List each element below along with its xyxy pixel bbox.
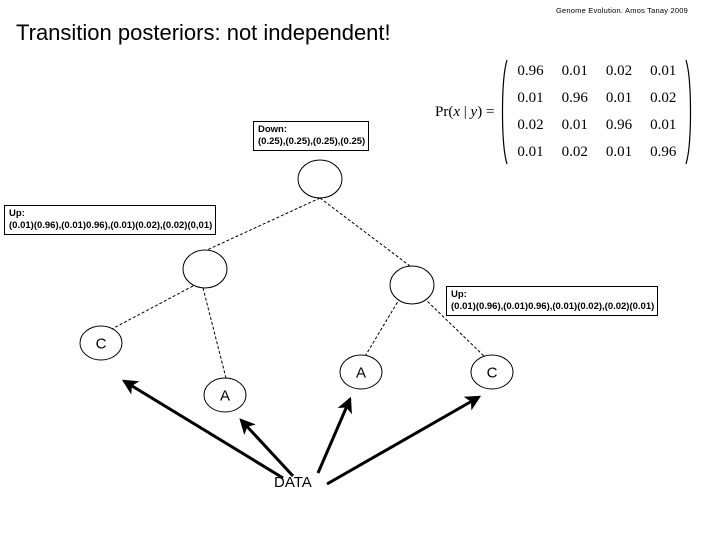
matrix-row: 0.01 0.96 0.01 0.02: [508, 85, 685, 112]
leaf-node-a-1[interactable]: [203, 377, 247, 413]
matrix-cell-3-3: 0.96: [650, 144, 677, 160]
leaf-node-c-2-label: C: [487, 365, 498, 382]
formula-variable-x: x: [453, 103, 461, 120]
branch-root-to-left: [206, 197, 321, 251]
down-message-values: (0.25),(0.25),(0.25),(0.25): [258, 135, 366, 147]
down-message-box: Down: (0.25),(0.25),(0.25),(0.25): [253, 121, 370, 151]
data-to-leaf-arrows: [121, 379, 482, 486]
arrow-data-to-a2: [316, 396, 352, 474]
leaf-node-c-1-label: C: [96, 336, 107, 353]
matrix-cell-1-1: 0.96: [561, 90, 588, 106]
branch-left-to-leaf-a1: [202, 287, 227, 379]
matrix-cell-1-2: 0.01: [605, 90, 633, 106]
branch-root-to-right: [319, 197, 411, 267]
matrix-cell-2-2: 0.96: [605, 117, 633, 133]
slide-credit-text: Genome Evolution. Amos Tanay 2009: [556, 6, 688, 15]
matrix-row: 0.96 0.01 0.02 0.01: [508, 58, 685, 85]
formula-suffix: ) =: [477, 103, 495, 120]
matrix-cell-0-1: 0.01: [561, 63, 588, 79]
matrix-cell-2-0: 0.02: [517, 117, 544, 133]
up-message-box-left: Up: (0.01)(0.96),(0.01)0.96),(0.01)(0.02…: [4, 205, 217, 235]
arrow-data-to-a1: [239, 418, 295, 478]
up-message-left-heading: Up:: [9, 208, 25, 219]
leaf-node-a-2[interactable]: [339, 354, 383, 390]
leaf-node-a-2-label: A: [356, 365, 366, 382]
matrix-row: 0.01 0.02 0.01 0.96: [508, 139, 685, 166]
arrow-data-to-c1: [121, 379, 284, 480]
matrix-cell-3-0: 0.01: [517, 144, 544, 160]
matrix-right-paren-icon: [685, 58, 695, 166]
internal-node-left[interactable]: [182, 249, 228, 289]
arrow-data-to-c2: [326, 395, 482, 486]
up-message-box-right: Up: (0.01)(0.96),(0.01)0.96),(0.01)(0.02…: [446, 286, 659, 316]
matrix-cell-0-0: 0.96: [517, 63, 544, 79]
matrix-row: 0.02 0.01 0.96 0.01: [508, 112, 685, 139]
matrix-cell-0-3: 0.01: [650, 63, 677, 79]
formula-variable-y: y: [470, 103, 478, 120]
internal-node-right[interactable]: [389, 265, 435, 305]
leaf-node-a-1-label: A: [220, 388, 230, 405]
formula-prefix: Pr(: [435, 103, 454, 120]
branch-left-to-leaf-c1: [109, 285, 194, 331]
matrix-cell-3-1: 0.02: [561, 144, 588, 160]
up-message-right-heading: Up:: [451, 289, 467, 300]
down-message-heading: Down:: [258, 124, 288, 135]
branch-right-to-leaf-a2: [363, 297, 401, 359]
matrix-cell-2-3: 0.01: [650, 117, 677, 133]
branch-right-to-leaf-c2: [423, 297, 487, 359]
formula-bar: |: [460, 103, 471, 120]
page-title: Transition posteriors: not independent!: [16, 20, 391, 45]
matrix-cell-2-1: 0.01: [561, 117, 588, 133]
up-message-right-values: (0.01)(0.96),(0.01)0.96),(0.01)(0.02),(0…: [451, 300, 655, 312]
up-message-left-values: (0.01)(0.96),(0.01)0.96),(0.01)(0.02),(0…: [9, 219, 213, 231]
matrix-cell-0-2: 0.02: [605, 63, 633, 79]
data-label: DATA: [274, 474, 312, 491]
root-node[interactable]: [297, 159, 343, 199]
leaf-node-c-2[interactable]: [470, 354, 514, 390]
matrix-cell-1-0: 0.01: [517, 90, 544, 106]
matrix-cell-3-2: 0.01: [605, 144, 633, 160]
matrix-cell-1-3: 0.02: [650, 90, 677, 106]
leaf-node-c-1[interactable]: [79, 325, 123, 361]
formula-left-hand-side: Pr(x | y) =: [435, 104, 498, 121]
matrix-left-paren-icon: [498, 58, 508, 166]
